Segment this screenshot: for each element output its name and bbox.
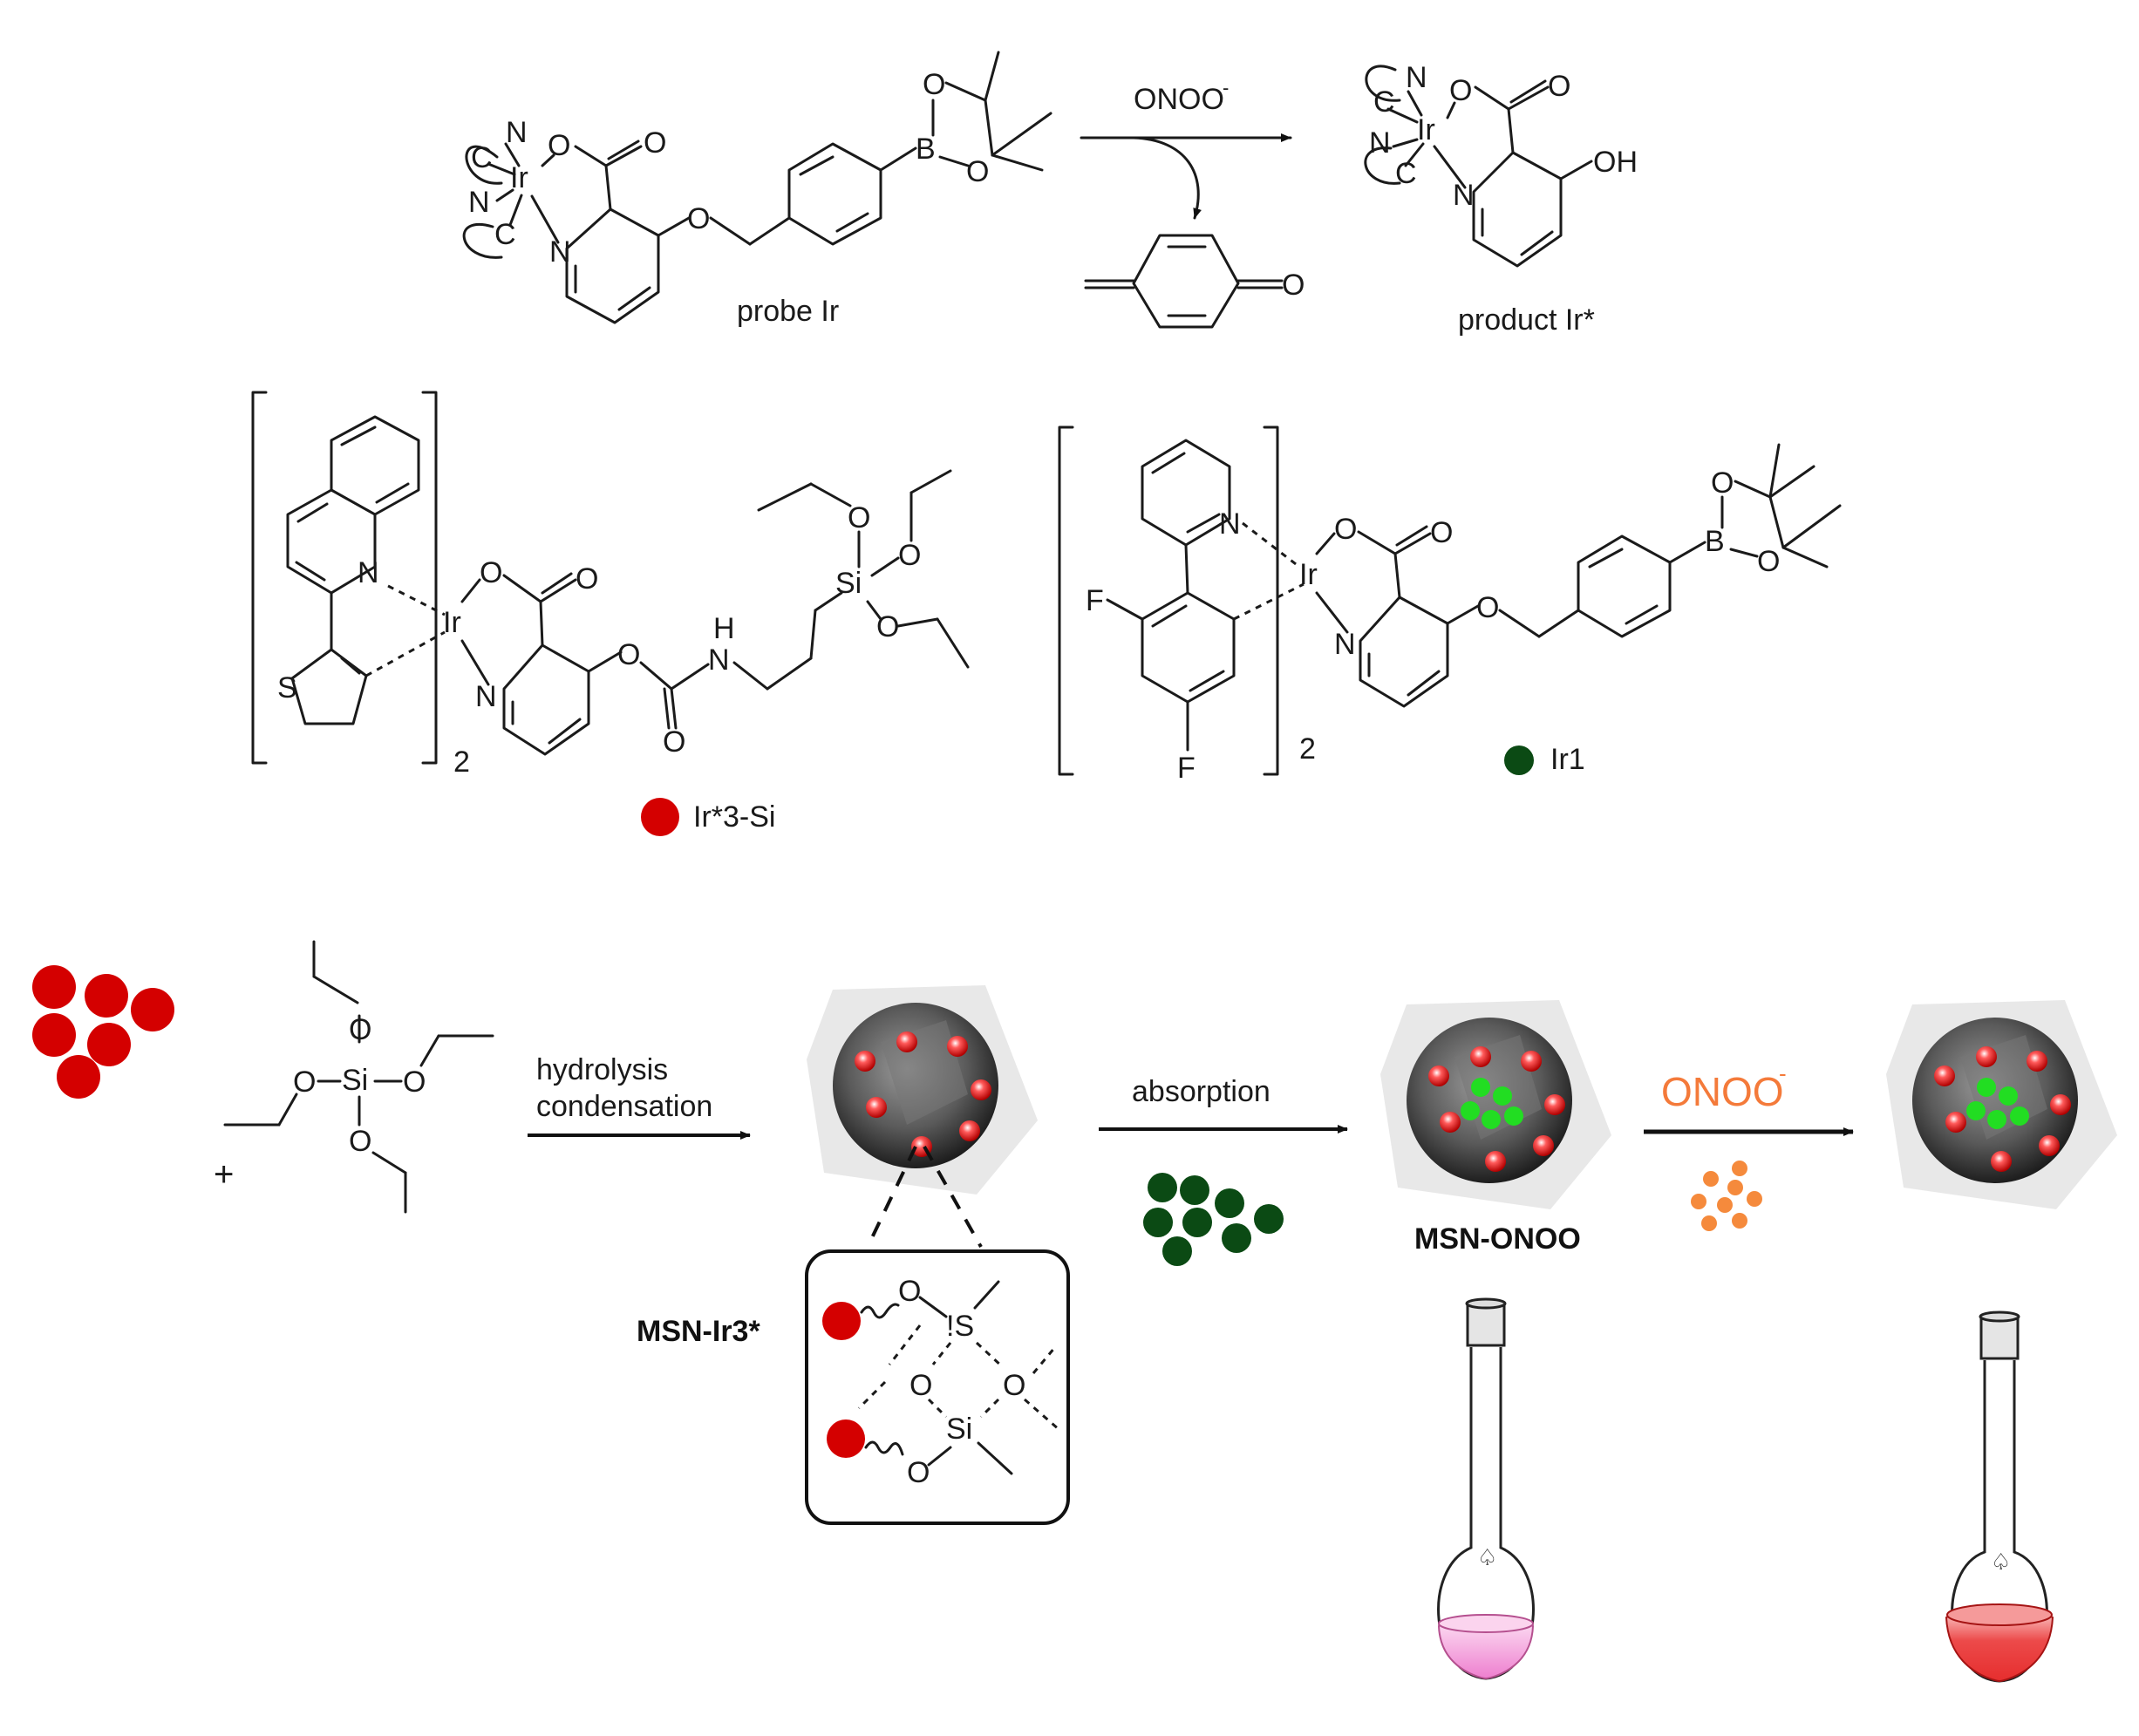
atom-o: O [480,556,502,589]
msn-ir3-particle [807,985,1038,1195]
product-ir-label: product Ir* [1458,303,1595,337]
probe-ir-structure: N C N C Ir O N O O B O [462,51,1052,328]
atom-ir: Ir [510,161,528,194]
dark-green-dot-cluster [1143,1173,1284,1266]
atom-o: O [909,1369,932,1402]
atom-n: N [1334,628,1356,661]
atom-c: C [1373,85,1395,119]
atom-si: Si [342,1064,368,1097]
atom-o: O [1757,545,1780,578]
atom-c: C [494,218,516,251]
probe-ir-label: probe Ir [737,295,839,328]
svg-text:♤: ♤ [1477,1545,1497,1571]
svg-text:♤: ♤ [1991,1549,2011,1576]
atom-h: H [713,612,735,645]
atom-c: C [471,141,493,174]
atom-n: N [475,680,497,713]
msn-zoom-box: O !S O O Si O [805,1249,1070,1525]
step1-label-condensation: condensation [536,1090,712,1123]
step2-label: absorption [1132,1075,1270,1108]
msn-onoo-particle [1380,1000,1611,1209]
atom-o: O [548,129,570,162]
atom-ir: Ir [1299,558,1318,591]
atom-si-flipped: !S [946,1310,974,1343]
atom-b: B [1705,525,1725,558]
atom-o: O [1548,70,1570,103]
atom-o: O [349,1013,371,1046]
flask-red: ♤ [1945,1311,2054,1683]
atom-o: O [848,501,870,534]
atom-o: O [876,610,899,643]
atom-o: O [663,725,685,759]
atom-o: O [644,126,666,160]
ir3si-label: Ir*3-Si [693,800,775,834]
atom-s: S [277,671,297,705]
atom-c: C [1395,157,1417,190]
subscript-2: 2 [453,745,470,779]
atom-o: O [687,202,710,235]
atom-f: F [1086,584,1104,617]
byproduct-arrow [1132,136,1202,220]
msn-ir3-label: MSN-Ir3* [637,1315,760,1348]
atom-n: N [1406,61,1427,94]
red-dot-cluster [32,965,174,1099]
atom-n: N [506,116,528,149]
step3-reagent-label: ONOO [1661,1069,1784,1114]
ir1-label: Ir1 [1550,743,1585,776]
atom-o: O [403,1065,426,1099]
atom-o: O [576,562,598,596]
step1-arrow-group: hydrolysis condensation [528,1053,751,1140]
atom-n: N [468,186,490,219]
green-dot-legend [1504,745,1534,775]
atom-si: Si [835,567,862,600]
atom-o: O [1449,74,1472,107]
atom-o: O [1003,1369,1025,1402]
reaction-arrow-group: ONOO - O [1080,77,1305,329]
atom-si: Si [946,1413,972,1446]
atom-o: O [1476,591,1499,624]
atom-o: O [923,68,945,101]
product-ir-structure: N C N C Ir O N O OH product Ir* [1364,61,1638,337]
atom-n: N [1453,179,1475,212]
plus-sign: + [214,1155,234,1194]
atom-oh: OH [1593,146,1638,179]
atom-o: O [1282,269,1305,302]
step1-label-hydrolysis: hydrolysis [536,1053,668,1086]
msn-product-particle [1886,1000,2117,1209]
atom-ir: Ir [443,606,461,639]
atom-b: B [916,133,936,166]
atom-o: O [898,1275,921,1308]
flask-pink: ♤ [1437,1297,1535,1680]
atom-n: N [1369,126,1391,160]
reagent-label: ONOO [1134,83,1224,116]
atom-f: F [1177,752,1196,785]
red-dot-legend [641,798,679,836]
atom-o: O [617,638,640,671]
atom-o: O [898,539,921,572]
atom-o: O [1711,466,1734,500]
atom-o: O [1334,513,1357,546]
subscript-2: 2 [1299,732,1316,766]
atom-n: N [708,643,730,677]
step3-arrow-group: ONOO - [1644,1060,1854,1231]
atom-o: O [1430,516,1453,549]
atom-o: O [349,1125,371,1158]
msn-onoo-label: MSN-ONOO [1414,1222,1581,1256]
teos-structure: O Si O O O [223,940,494,1214]
atom-n: N [1219,507,1241,541]
atom-ir: Ir [1417,113,1435,146]
orange-dot-cluster [1691,1161,1762,1231]
atom-o: O [907,1456,930,1489]
reagent-charge: - [1223,77,1229,99]
ir3-si-structure: 2 N S Ir O N O O O [251,391,970,836]
atom-n: N [358,556,379,589]
step2-arrow-group: absorption [1099,1075,1348,1266]
atom-o: O [966,155,989,188]
ir1-structure: 2 N F F Ir O N O O [1058,425,1842,785]
step3-reagent-charge: - [1779,1060,1787,1086]
